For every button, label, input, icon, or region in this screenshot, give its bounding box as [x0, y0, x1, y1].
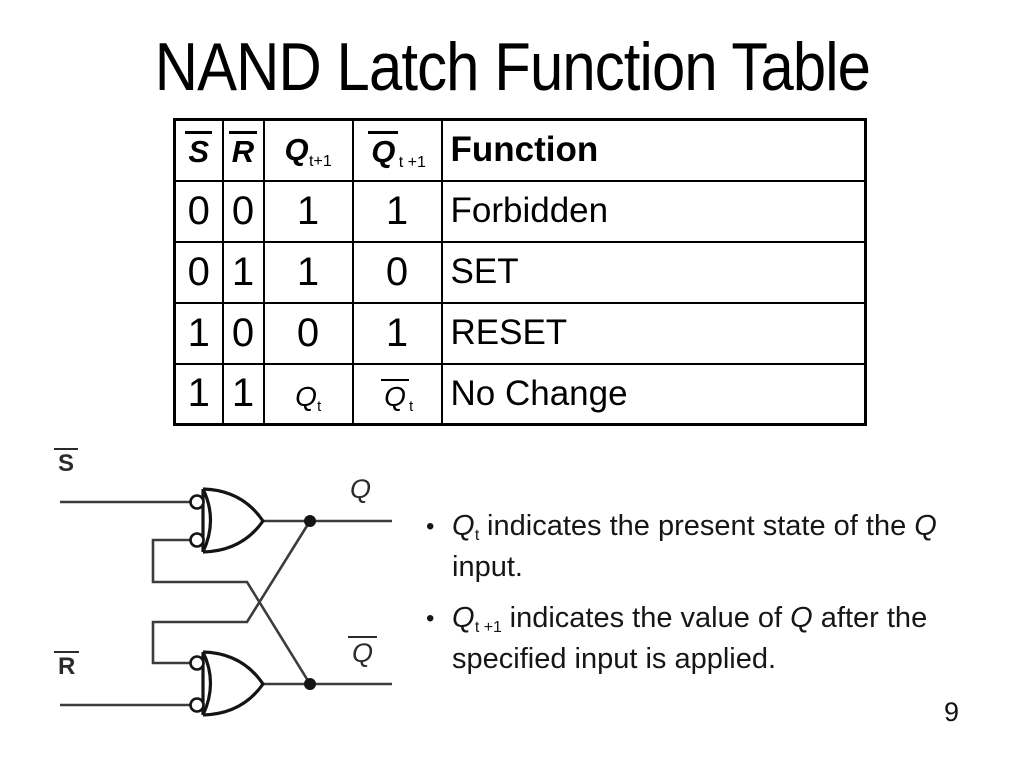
cell-s: 1 [173, 362, 224, 426]
cell-s: 0 [173, 240, 224, 304]
latch-circuit-svg [60, 487, 392, 717]
cell-q: Qt [262, 362, 354, 426]
qt1-symbol-sub: t +1 [474, 619, 502, 637]
header-s: S [173, 118, 224, 182]
note-qt-line1: indicates the present state of the [479, 510, 915, 542]
nand-gate-top [201, 487, 265, 554]
s-input-label: S [54, 448, 79, 477]
header-q-next: Qt+1 [262, 118, 354, 182]
bullet-icon: • [426, 513, 435, 540]
qt-symbol-sub: t [474, 527, 480, 545]
bullet-icon: • [426, 605, 435, 632]
s-input-label-text: S [58, 450, 75, 477]
q-t-symbol: Qt [295, 381, 322, 416]
r-input-label-text: R [58, 653, 76, 680]
header-r: R [221, 118, 265, 182]
page-title: NAND Latch Function Table [0, 28, 1024, 106]
header-function-text: Function [450, 130, 599, 170]
qbar-output-label-text: Q [352, 638, 374, 668]
qbar-t-overline: Q [381, 379, 409, 411]
header-qbar-next-text: Q [371, 133, 396, 169]
nand-gate-bottom [201, 650, 265, 717]
page-number: 9 [944, 697, 960, 727]
cell-q: 0 [262, 301, 354, 365]
cell-qbar: 1 [351, 301, 443, 365]
qt-symbol: Q [452, 510, 475, 542]
r-input-label: R [54, 651, 80, 680]
cell-q: 1 [262, 240, 354, 304]
s-overline: S [185, 130, 213, 169]
page-title-text: NAND Latch Function Table [154, 29, 870, 105]
qbar-output-label: Q [348, 636, 378, 668]
nand-latch-diagram: S R Q Q [40, 440, 420, 745]
table-row-forbidden: 0 0 1 1 Forbidden [173, 179, 867, 243]
header-qbar-next-sub: t +1 [398, 153, 427, 172]
qbar-output-overline: Q [348, 636, 378, 668]
note-qt: • Qt indicates the present state of the … [426, 508, 1006, 586]
cell-q: 1 [262, 179, 354, 243]
cell-s: 1 [173, 301, 224, 365]
table-row-reset: 1 0 0 1 RESET [173, 301, 867, 365]
header-q-next-text: Q [284, 132, 309, 168]
header-function: Function [440, 118, 867, 182]
junction-dot-q [304, 515, 316, 527]
cell-qbar: 0 [351, 240, 443, 304]
q-symbol: Q [790, 602, 813, 634]
cell-qbar: 1 [351, 179, 443, 243]
qbar-t-sub: t [409, 399, 414, 416]
qbar-t-base: Q [384, 381, 406, 413]
note-qt1-text: Qt +1 indicates the value of Q after the… [452, 600, 927, 678]
wire-feedback-bottom-to-q [151, 520, 312, 665]
cell-function: Forbidden [440, 179, 867, 243]
note-qt1-line1-tail: after the [812, 602, 928, 634]
note-qt1: • Qt +1 indicates the value of Q after t… [426, 600, 1006, 678]
qt1-symbol: Q [452, 602, 475, 634]
q-t-sub: t [317, 399, 322, 416]
wire-feedback-top-to-qbar [151, 538, 312, 685]
cell-function: RESET [440, 301, 867, 365]
junction-dot-qbar [304, 678, 316, 690]
input-bubble-top-gate-1 [189, 494, 205, 510]
cell-r: 1 [221, 362, 265, 426]
q-output-label: Q [350, 474, 372, 504]
cell-function: SET [440, 240, 867, 304]
note-qt1-line1: indicates the value of [501, 602, 791, 634]
cell-r: 0 [221, 301, 265, 365]
cell-function: No Change [440, 362, 867, 426]
q-t-base: Q [295, 381, 317, 413]
table-row-set: 0 1 1 0 SET [173, 240, 867, 304]
note-qt-line2: input. [452, 551, 523, 583]
r-overline: R [228, 130, 258, 169]
note-qt1-line2: specified input is applied. [452, 643, 777, 675]
cell-r: 1 [221, 240, 265, 304]
cell-r: 0 [221, 179, 265, 243]
input-bubble-bottom-gate-1 [189, 655, 205, 671]
notes-list: • Qt indicates the present state of the … [426, 508, 1006, 692]
input-bubble-top-gate-2 [189, 532, 205, 548]
qbar-overline: Q [368, 130, 399, 169]
header-q-next-sub: t+1 [308, 151, 332, 170]
header-r-text: R [231, 133, 255, 169]
q-symbol: Q [914, 510, 937, 542]
cell-s: 0 [173, 179, 224, 243]
input-bubble-bottom-gate-2 [189, 697, 205, 713]
header-s-text: S [188, 133, 210, 169]
